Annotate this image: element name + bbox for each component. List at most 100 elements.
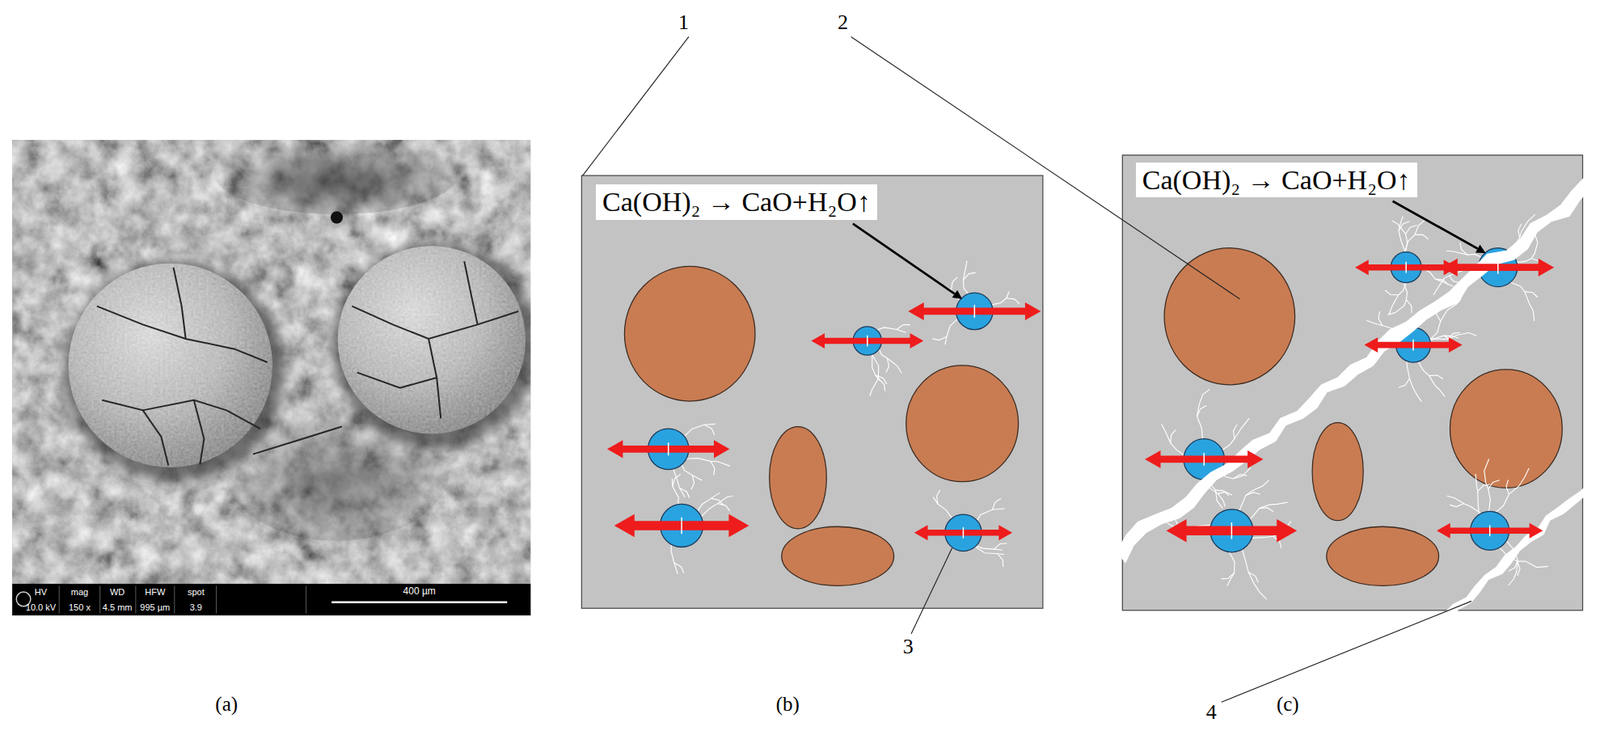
arrow-split: [866, 335, 869, 347]
micro-crack: [704, 424, 715, 435]
separator: [99, 585, 101, 613]
separator: [215, 585, 217, 613]
arrow-split: [974, 304, 976, 318]
micro-crack: [976, 508, 1005, 521]
matrix-square: [581, 175, 1043, 608]
formula-box: Ca(OH)₂ → CaO+H₂O↑: [595, 184, 878, 220]
micro-crack: [683, 423, 715, 436]
callout-number: 3: [903, 635, 914, 659]
micro-crack: [1477, 484, 1491, 491]
separator: [59, 585, 60, 613]
micro-crack: [681, 464, 702, 481]
micro-crack: [932, 497, 952, 519]
micro-crack: [975, 545, 1002, 550]
panel-label: (c): [1276, 692, 1300, 716]
reaction-arrow: [1393, 201, 1478, 250]
micro-crack: [1405, 224, 1418, 234]
micro-crack: [1506, 479, 1509, 494]
micro-crack: [1170, 429, 1177, 443]
micro-crack: [673, 468, 685, 498]
sem-value: 3.9: [189, 602, 203, 613]
sem-field: HV: [34, 586, 47, 597]
micro-crack: [997, 553, 1004, 567]
callout-number: 4: [1206, 700, 1217, 725]
micro-crack: [1006, 298, 1020, 304]
micro-crack: [1510, 282, 1534, 321]
micro-crack: [1259, 507, 1274, 512]
micro-crack: [1449, 503, 1465, 507]
sem-value: 150 x: [68, 602, 91, 613]
sem-field: HFW: [144, 586, 165, 597]
sem-value: 10.0 kV: [25, 602, 56, 613]
micro-crack: [1430, 335, 1459, 341]
micro-crack: [1404, 219, 1426, 253]
micro-crack: [1227, 552, 1235, 587]
micro-crack: [878, 349, 902, 374]
aggregate: [624, 265, 756, 402]
micro-crack: [691, 475, 695, 490]
separator: [173, 585, 175, 613]
micro-crack: [932, 336, 946, 340]
sem-value: 4.5 mm: [102, 602, 133, 613]
expansion-arrow: [810, 333, 924, 349]
macro-crack: [1443, 481, 1598, 621]
crack-line: [351, 306, 519, 339]
micro-crack: [717, 503, 731, 511]
crack-line: [173, 267, 186, 339]
micro-crack: [869, 354, 879, 396]
micro-crack: [1418, 361, 1445, 397]
micro-crack: [1242, 548, 1267, 600]
separator: [135, 585, 136, 613]
arrow-split: [1497, 261, 1499, 275]
cenosphere: [337, 245, 526, 434]
expansion-arrow: [1144, 450, 1263, 469]
expansion-arrow: [1441, 258, 1554, 277]
crack-line: [357, 372, 437, 389]
micro-crack: [937, 489, 941, 504]
micro-crack: [1197, 388, 1211, 439]
matrix-square: [1122, 155, 1583, 611]
arrow-split: [1489, 524, 1491, 537]
micro-crack: [1406, 360, 1423, 402]
aggregate: [1164, 248, 1296, 385]
arrow-split: [1405, 261, 1407, 274]
micro-crack: [686, 458, 731, 467]
micro-crack: [1392, 220, 1408, 253]
micro-crack: [1388, 282, 1408, 315]
arrow-split: [667, 442, 670, 456]
aggregate: [1449, 369, 1563, 488]
aggregate: [1312, 422, 1364, 521]
aggregate: [769, 426, 828, 529]
panel-label: (b): [776, 692, 800, 716]
arrow-head: [952, 290, 963, 300]
micro-crack: [672, 474, 681, 487]
micro-crack: [1233, 424, 1237, 439]
arrow-split: [962, 527, 965, 539]
formula-box: Ca(OH)₂ → CaO+H₂O↑: [1135, 162, 1418, 198]
micro-crack: [992, 498, 1001, 510]
sem-field: WD: [109, 586, 125, 597]
micro-crack: [886, 358, 890, 373]
expansion-arrow: [1436, 523, 1543, 539]
leader-line: [582, 36, 689, 176]
expansion-arrow: [1166, 519, 1298, 542]
scale-bar-band: [12, 583, 531, 616]
sem-field: mag: [71, 586, 89, 597]
micro-crack: [962, 272, 976, 280]
expansion-arrow: [614, 514, 750, 537]
micro-crack: [1398, 378, 1411, 388]
micro-crack: [1447, 495, 1482, 514]
leader-line: [1221, 600, 1472, 702]
sem-field: spot: [187, 586, 205, 597]
micro-crack: [1378, 311, 1383, 326]
arrow-split: [1412, 339, 1415, 351]
micro-crack: [1249, 502, 1288, 520]
crack-line: [101, 400, 169, 466]
micro-crack: [962, 261, 968, 295]
micro-crack: [975, 546, 1005, 555]
micro-crack: [1388, 282, 1407, 315]
micro-crack: [945, 318, 959, 345]
micro-crack: [1495, 468, 1529, 513]
